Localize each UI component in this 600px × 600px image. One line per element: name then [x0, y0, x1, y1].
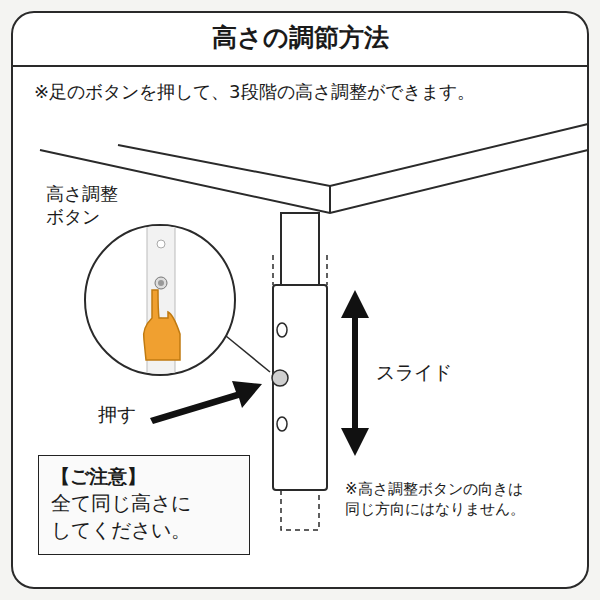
outer-frame	[12, 12, 588, 588]
intro-note: ※足のボタンを押して、3段階の高さ調整ができます。	[34, 80, 574, 103]
button-label: 高さ調整 ボタン	[46, 182, 126, 229]
slide-label: スライド	[376, 360, 496, 385]
slide-arrow	[341, 290, 369, 456]
push-label: 押す	[98, 402, 158, 427]
table-top	[40, 124, 588, 213]
notice-box: 【ご注意】全て同じ高さに してください。	[38, 455, 250, 555]
title: 高さの調節方法	[0, 22, 600, 55]
header-rule	[13, 65, 587, 67]
magnifier	[85, 220, 270, 380]
direction-note: ※高さ調整ボタンの向きは 同じ方向にはなりません。	[345, 480, 535, 519]
notice-body: 全て同じ高さに してください。	[51, 490, 201, 544]
push-arrow	[150, 381, 262, 424]
notice-heading: 【ご注意】	[51, 464, 237, 490]
table-leg	[272, 213, 327, 530]
